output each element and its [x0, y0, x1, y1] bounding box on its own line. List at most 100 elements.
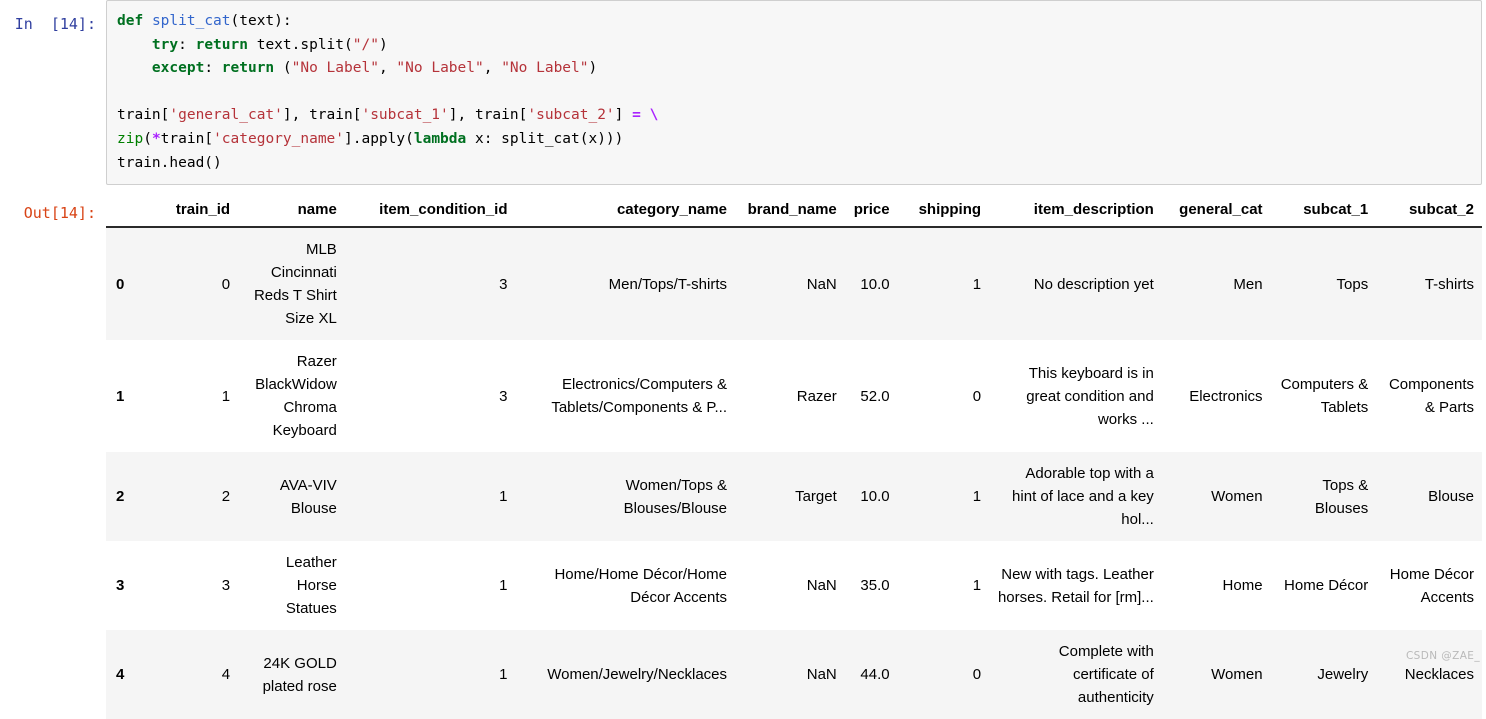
row-index: 2 [116, 488, 125, 506]
token-string-nolabel-3: "No Label" [501, 60, 589, 77]
cell-subcat_2: Necklaces [1404, 666, 1474, 684]
cell-subcat_2: Components & Parts [1388, 376, 1474, 417]
row-index: 4 [116, 666, 125, 684]
cell-item_condition_id: 1 [499, 577, 508, 595]
cell-name: Razer BlackWidow Chroma Keyboard [255, 353, 337, 440]
cell-item_condition_id: 1 [499, 666, 508, 684]
cell-subcat_1: Tops [1336, 275, 1369, 293]
token-except: except [151, 60, 205, 77]
cell-item_condition_id: 1 [499, 488, 508, 506]
header-train_id: train_id [144, 197, 239, 229]
token-string-subcat-2: 'subcat_2' [527, 107, 615, 124]
cell-subcat_1: Computers & Tablets [1280, 376, 1369, 417]
output-cell: Out[14]: train_id name item_condition_id… [0, 195, 1486, 719]
cell-category_name: Women/Tops & Blouses/Blouse [623, 476, 728, 517]
cell-category_name: Home/Home Décor/Home Décor Accents [554, 565, 728, 606]
header-row: train_id name item_condition_id category… [106, 197, 1482, 229]
cell-brand_name: NaN [806, 577, 837, 595]
cell-shipping: 0 [972, 666, 982, 684]
dataframe-table: train_id name item_condition_id category… [106, 197, 1482, 719]
cell-shipping: 1 [972, 275, 982, 293]
table-row: 3 3 Leather Horse Statues 1 Home/Home Dé… [106, 541, 1482, 631]
cell-category_name: Men/Tops/T-shirts [608, 275, 728, 293]
header-item_description: item_description [989, 197, 1162, 229]
cell-name: AVA-VIV Blouse [279, 476, 337, 517]
cell-subcat_1: Tops & Blouses [1314, 476, 1369, 517]
token-return-2: return [221, 60, 275, 77]
cell-price: 10.0 [860, 275, 890, 293]
token-string-general-cat: 'general_cat' [169, 107, 283, 124]
cell-name: 24K GOLD plated rose [262, 654, 337, 695]
cell-shipping: 1 [972, 488, 982, 506]
cell-train_id: 2 [221, 488, 231, 506]
cell-train_id: 0 [221, 275, 231, 293]
cell-general_cat: Men [1233, 275, 1263, 293]
token-string-slash: "/" [352, 36, 379, 53]
cell-item_condition_id: 3 [499, 387, 508, 405]
token-lambda: lambda [413, 130, 467, 147]
header-category_name: category_name [515, 197, 736, 229]
cell-brand_name: Razer [796, 387, 837, 405]
cell-brand_name: NaN [806, 666, 837, 684]
source-code[interactable]: def split_cat(text): try: return text.sp… [117, 13, 659, 171]
token-zip: zip [117, 130, 144, 147]
cell-shipping: 0 [972, 387, 982, 405]
token-def: def [117, 13, 144, 29]
watermark-label: CSDN @ZAE_ [1405, 650, 1480, 662]
code-cell: In [14]: def split_cat(text): try: retur… [0, 0, 1486, 186]
table-row: 4 4 24K GOLD plated rose 1 Women/Jewelry… [106, 630, 1482, 719]
row-index: 3 [116, 577, 125, 595]
cell-item_description: This keyboard is in great condition and … [1026, 364, 1154, 428]
cell-category_name: Electronics/Computers & Tablets/Componen… [551, 376, 728, 417]
token-string-subcat-1: 'subcat_1' [361, 107, 449, 124]
cell-subcat_1: Jewelry [1317, 666, 1369, 684]
token-function-name: split_cat [151, 13, 231, 29]
cell-item_description: Complete with certificate of authenticit… [1058, 643, 1154, 707]
token-try: try [151, 36, 179, 53]
header-general_cat: general_cat [1161, 197, 1271, 229]
cell-subcat_2: T-shirts [1424, 275, 1474, 293]
cell-subcat_2: Home Décor Accents [1389, 565, 1474, 606]
cell-item_description: Adorable top with a hint of lace and a k… [1012, 465, 1154, 529]
cell-price: 10.0 [860, 488, 890, 506]
cell-general_cat: Electronics [1189, 387, 1263, 405]
dataframe-output: train_id name item_condition_id category… [106, 195, 1486, 719]
token-return-1: return [195, 36, 248, 53]
token-string-nolabel-2: "No Label" [396, 60, 484, 77]
cell-train_id: 4 [221, 666, 231, 684]
cell-price: 52.0 [860, 387, 890, 405]
code-editor[interactable]: def split_cat(text): try: return text.sp… [106, 0, 1482, 186]
row-index: 1 [116, 387, 125, 405]
header-index [106, 197, 145, 229]
dataframe-body: 0 0 MLB Cincinnati Reds T Shirt Size XL … [106, 227, 1482, 719]
header-name: name [238, 197, 345, 229]
token-line-continuation: \ [649, 107, 659, 124]
dataframe-header: train_id name item_condition_id category… [106, 197, 1482, 229]
table-row: 0 0 MLB Cincinnati Reds T Shirt Size XL … [106, 227, 1482, 341]
cell-category_name: Women/Jewelry/Necklaces [547, 666, 728, 684]
cell-item_description: New with tags. Leather horses. Retail fo… [997, 565, 1154, 606]
cell-shipping: 1 [972, 577, 982, 595]
header-subcat_1: subcat_1 [1270, 197, 1377, 229]
cell-name: MLB Cincinnati Reds T Shirt Size XL [253, 241, 337, 328]
cell-train_id: 1 [221, 387, 231, 405]
cell-item_description: No description yet [1033, 275, 1154, 293]
cell-subcat_2: Blouse [1428, 488, 1474, 506]
cell-name: Leather Horse Statues [285, 554, 337, 618]
header-brand_name: brand_name [735, 197, 845, 229]
token-string-nolabel-1: "No Label" [291, 60, 379, 77]
token-assign-operator: = [632, 107, 641, 124]
cell-brand_name: NaN [806, 275, 837, 293]
cell-subcat_1: Home Décor [1284, 577, 1369, 595]
cell-general_cat: Women [1211, 666, 1263, 684]
table-row: 1 1 Razer BlackWidow Chroma Keyboard 3 E… [106, 340, 1482, 453]
output-prompt-label: Out[14]: [23, 204, 96, 223]
header-shipping: shipping [897, 197, 990, 229]
cell-general_cat: Women [1211, 488, 1263, 506]
cell-price: 44.0 [860, 666, 890, 684]
table-row: 2 2 AVA-VIV Blouse 1 Women/Tops & Blouse… [106, 452, 1482, 542]
cell-general_cat: Home [1222, 577, 1263, 595]
cell-price: 35.0 [860, 577, 890, 595]
token-star-operator: * [151, 130, 161, 147]
